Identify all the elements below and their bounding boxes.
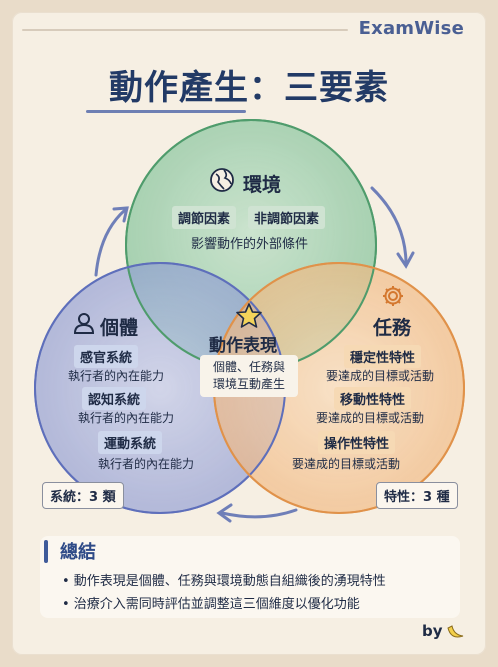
environment-tag-nonregulatory: 非調節因素 [248,206,326,229]
banana-icon [447,625,464,638]
individual-desc-sensory: 執行者的內在能力 [68,369,165,383]
cycle-arrow-left [94,206,129,277]
person-icon [73,313,95,334]
title-underline [86,110,246,113]
center-line-2: 環境互動產生 [212,377,285,391]
center-description-box: 個體、任務與 環境互動產生 [200,355,298,397]
task-heading: 任務 [373,317,412,339]
page-title: 動作產生：三要素 [109,68,389,108]
individual-count-badge: 系統：3 類 [42,482,124,509]
task-tag-stability: 穩定性特性 [344,345,422,368]
task-desc-manipulation: 要達成的目標或活動 [292,457,401,471]
summary-bullet-1: • 動作表現是個體、任務與環境動態自組織後的湧現特性 [62,574,386,589]
task-tag-mobility: 移動性特性 [334,387,412,410]
task-desc-mobility: 要達成的目標或活動 [316,411,425,425]
summary-accent-bar [44,540,48,563]
brand-logo: ExamWise [358,18,464,39]
task-tag-manipulation: 操作性特性 [318,431,396,454]
center-line-1: 個體、任務與 [212,360,285,374]
task-desc-stability: 要達成的目標或活動 [326,369,435,383]
individual-tag-motor: 運動系統 [98,431,163,454]
individual-tag-sensory: 感官系統 [74,345,139,368]
byline: by [422,622,443,640]
summary-bullet-2: • 治療介入需同時評估並調整這三個維度以優化功能 [62,597,360,612]
individual-heading: 個體 [100,317,139,339]
summary-panel [40,536,460,618]
individual-desc-motor: 執行者的內在能力 [98,457,195,471]
header-rule [22,29,348,31]
star-icon [236,303,262,328]
individual-desc-cognitive: 執行者的內在能力 [78,411,175,425]
individual-tag-cognitive: 認知系統 [82,387,147,410]
center-heading: 動作表現 [209,336,277,356]
task-count-badge: 特性：3 種 [376,482,458,509]
environment-tag-regulatory: 調節因素 [172,206,237,229]
environment-description: 影響動作的外部條件 [191,237,309,252]
cycle-arrow-bottom [216,503,298,523]
gear-icon [383,286,403,306]
globe-icon [210,168,234,192]
environment-heading: 環境 [243,174,282,196]
summary-title: 總結 [60,542,96,563]
cycle-arrow-right [370,186,415,269]
